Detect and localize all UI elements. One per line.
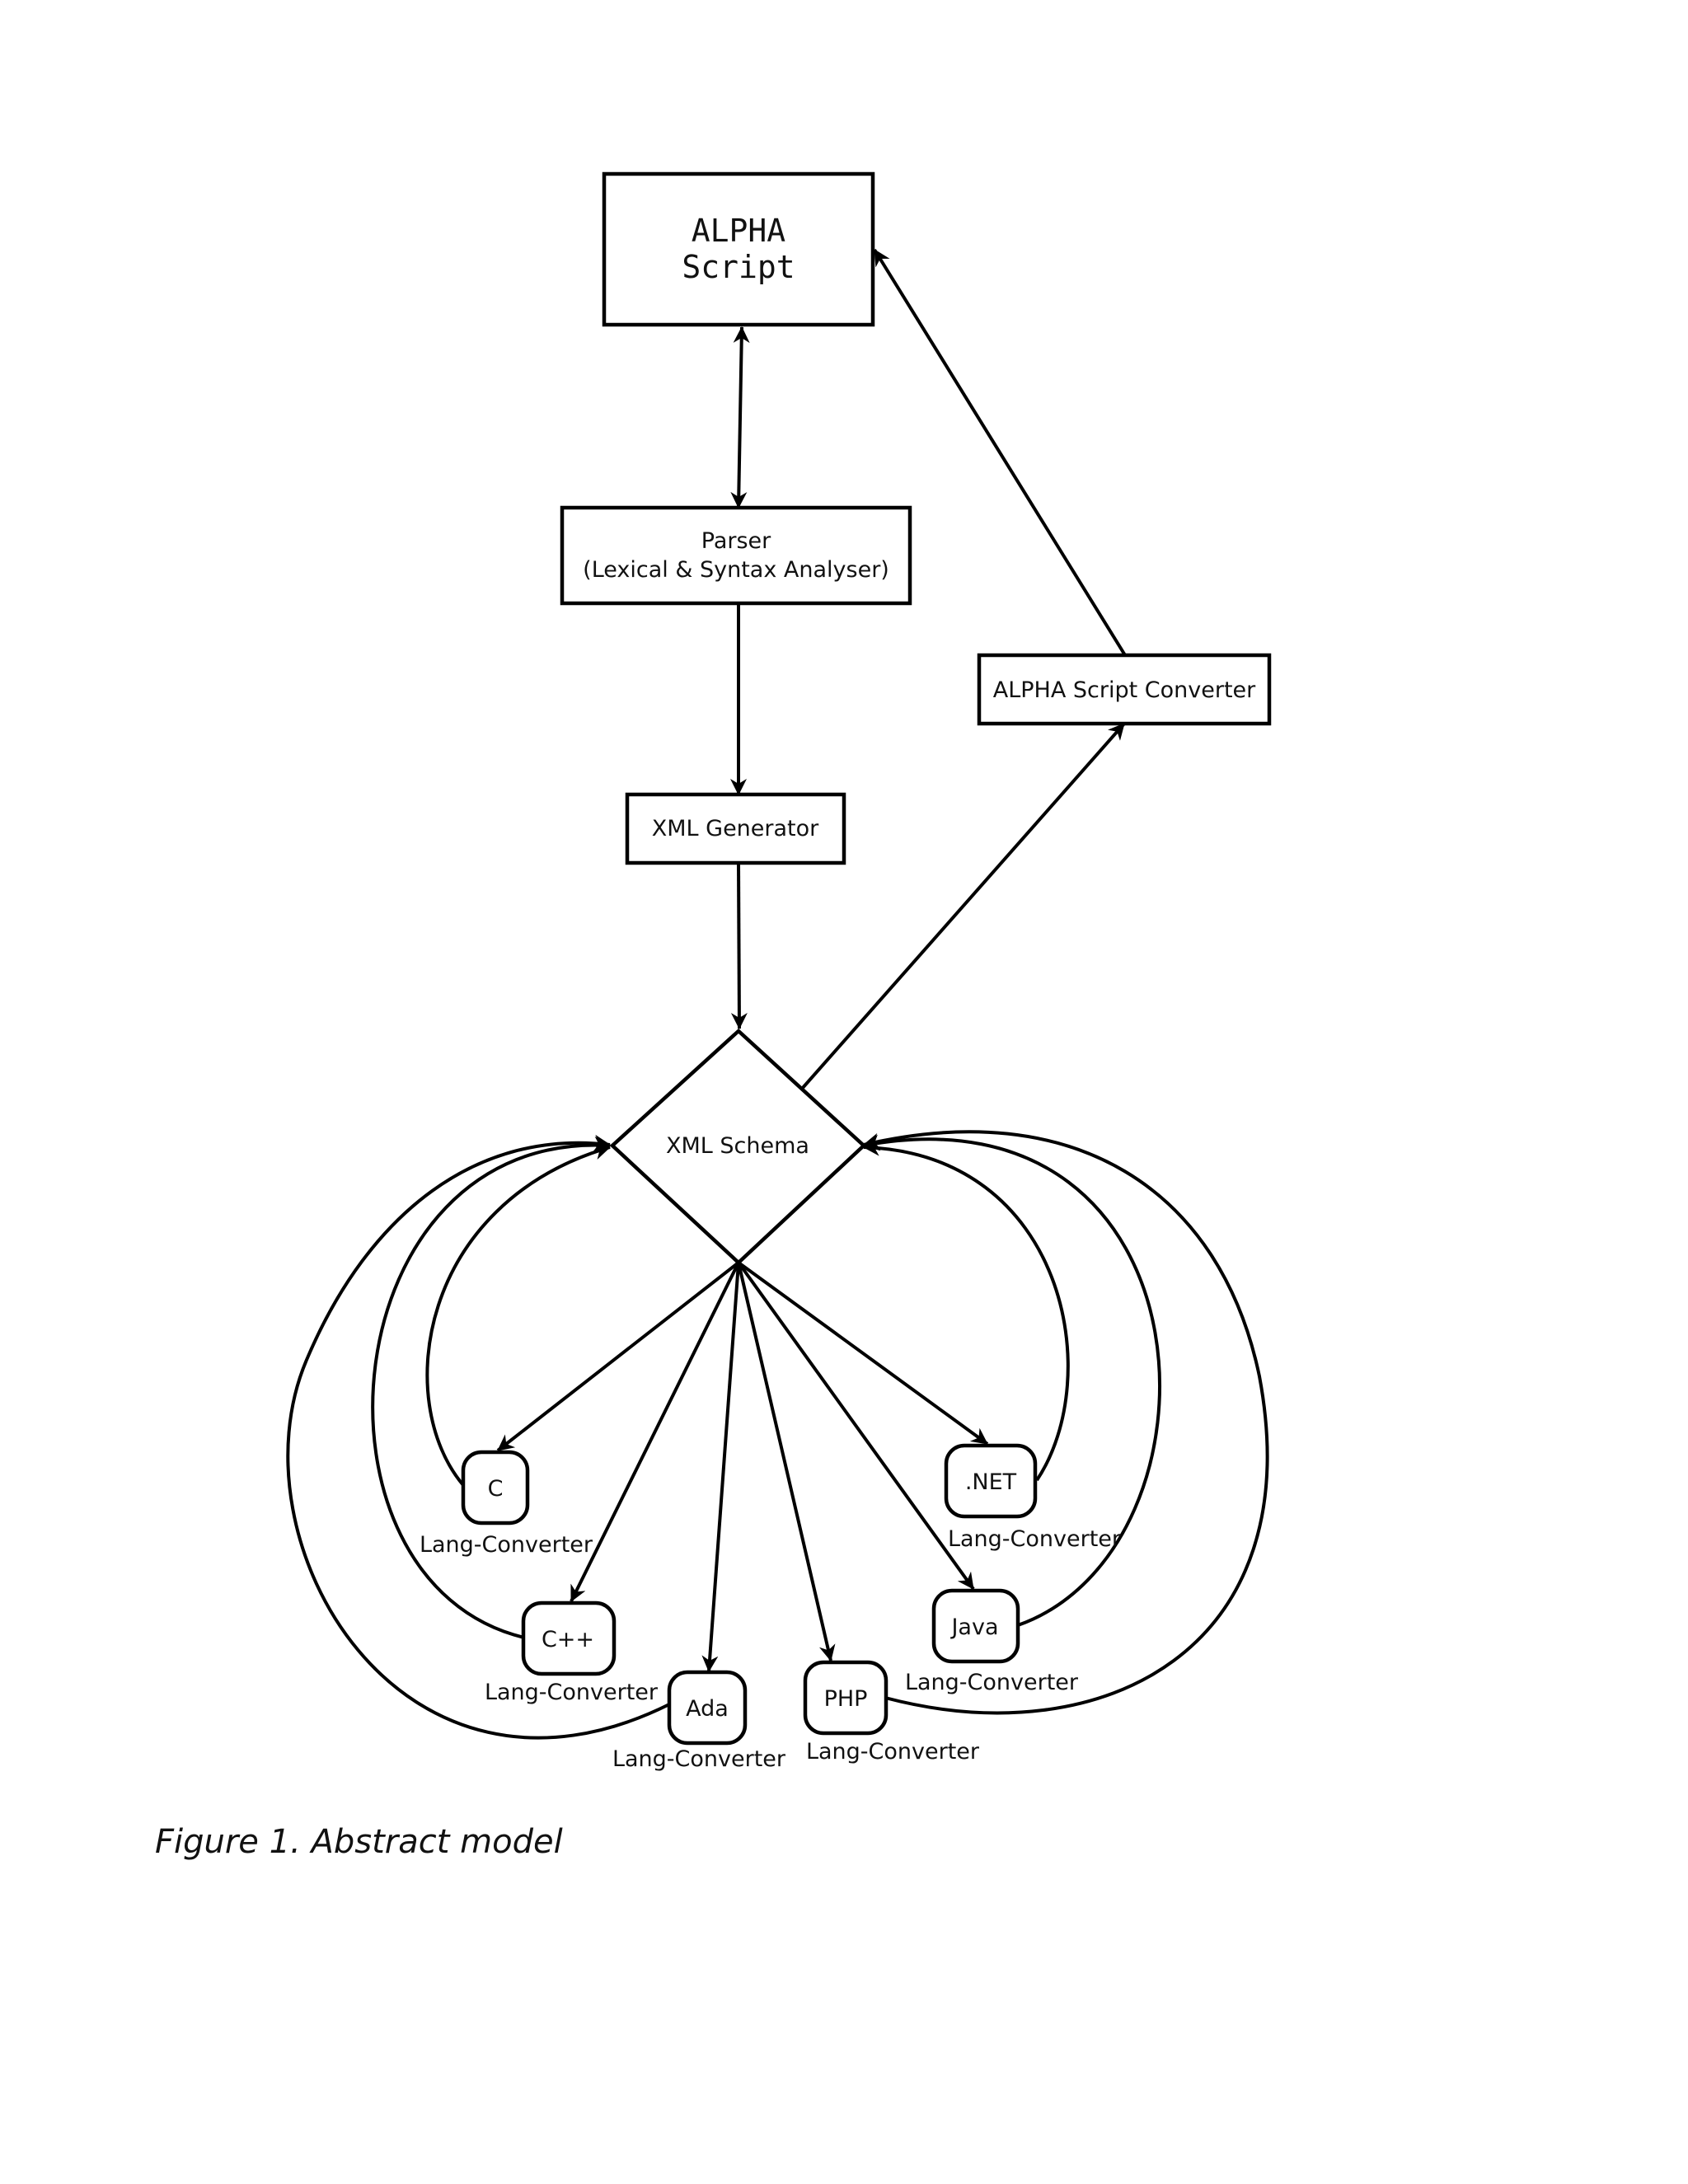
edge-schema-php	[737, 1262, 836, 1661]
converter-java-name: Java	[950, 1615, 998, 1640]
edge-schema-net	[737, 1261, 989, 1446]
converter-c-name: C	[488, 1476, 504, 1502]
converter-java: Java Lang-Converter	[905, 1588, 1079, 1695]
converter-java-caption: Lang-Converter	[905, 1670, 1079, 1695]
edge-ada-schema	[286, 1134, 670, 1740]
converter-c: C Lang-Converter	[420, 1450, 593, 1558]
converter-ada-name: Ada	[686, 1696, 729, 1722]
edge-alpha-parser	[730, 326, 750, 509]
converter-c-caption: Lang-Converter	[420, 1532, 593, 1558]
parser-line1: Parser	[701, 528, 771, 554]
converter-php-caption: Lang-Converter	[806, 1739, 980, 1765]
converter-ada-caption: Lang-Converter	[612, 1746, 786, 1772]
converter-cpp-caption: Lang-Converter	[485, 1680, 659, 1705]
edge-net-schema	[863, 1139, 1070, 1482]
edge-schema-ada	[701, 1262, 740, 1672]
edge-schema-java	[737, 1261, 975, 1591]
xml-generator-label: XML Generator	[652, 816, 819, 841]
converter-net-name: .NET	[965, 1469, 1017, 1495]
figure-caption: Figure 1. Abstract model	[155, 1823, 563, 1861]
converter-cpp-name: C++	[542, 1627, 594, 1652]
edge-java-schema	[863, 1134, 1161, 1627]
edge-php-schema	[863, 1130, 1269, 1715]
edges	[286, 248, 1269, 1740]
parser-line2: (Lexical & Syntax Analyser)	[583, 557, 889, 583]
edge-schema-c	[496, 1261, 740, 1452]
alpha-converter-label: ALPHA Script Converter	[993, 677, 1256, 703]
xml-schema-node: XML Schema	[609, 1028, 867, 1266]
xml-generator-node: XML Generator	[625, 792, 846, 865]
parser-node: Parser (Lexical & Syntax Analyser)	[560, 505, 912, 606]
edge-cpp-schema	[371, 1136, 611, 1639]
converter-ada: Ada Lang-Converter	[612, 1670, 786, 1772]
converter-cpp: C++ Lang-Converter	[485, 1601, 659, 1705]
edge-xmlgen-schema	[730, 862, 748, 1029]
converter-net-caption: Lang-Converter	[948, 1526, 1122, 1552]
edge-schema-cpp	[570, 1262, 740, 1602]
alpha-converter-node: ALPHA Script Converter	[977, 653, 1272, 726]
alpha-script-node: ALPHA Script	[602, 171, 875, 327]
converter-net: .NET Lang-Converter	[944, 1443, 1122, 1552]
edge-converter-alpha	[873, 248, 1127, 657]
alpha-script-line2: Script	[682, 249, 795, 285]
converter-php: PHP Lang-Converter	[803, 1660, 980, 1765]
edge-c-schema	[425, 1143, 611, 1487]
xml-schema-label: XML Schema	[666, 1133, 809, 1159]
alpha-script-line1: ALPHA	[692, 213, 786, 249]
edge-schema-converter	[800, 722, 1126, 1090]
converter-php-name: PHP	[824, 1686, 868, 1712]
